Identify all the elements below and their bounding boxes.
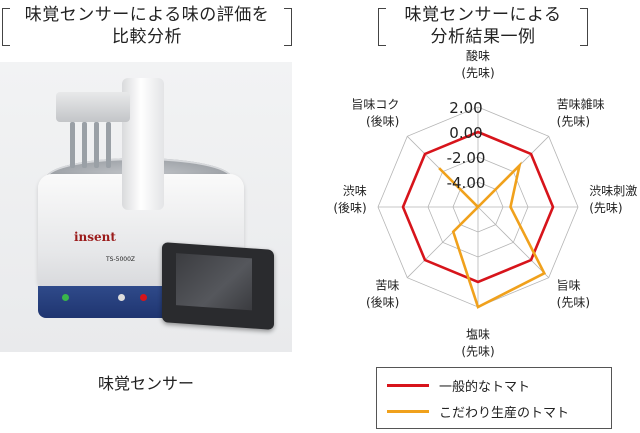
right-title-line-1: 味覚センサーによる bbox=[404, 5, 562, 25]
grid-spoke bbox=[477, 206, 549, 278]
sensor-brand-logo: insent bbox=[74, 230, 116, 244]
sensor-probe bbox=[94, 122, 99, 168]
sensor-arm bbox=[56, 92, 130, 122]
stop-button-indicator bbox=[140, 294, 147, 301]
category-label: 渋味(後味) bbox=[333, 184, 366, 215]
left-panel-title: 味覚センサーによる味の評価を 比較分析 bbox=[2, 4, 292, 48]
radial-tick-label: -4.00 bbox=[447, 174, 486, 192]
right-title-line-2: 分析結果一例 bbox=[430, 27, 536, 47]
sensor-probe bbox=[82, 122, 87, 168]
category-label: 苦味(後味) bbox=[366, 279, 399, 310]
category-label: 旨味(先味) bbox=[557, 279, 590, 310]
legend-item-standard-tomato: 一般的なトマト bbox=[387, 376, 530, 395]
category-label: 酸味(先味) bbox=[461, 48, 494, 80]
sensor-probe bbox=[106, 122, 111, 168]
sensor-model-label: TS-5000Z bbox=[106, 256, 136, 263]
radar-category-labels: 酸味(先味) 苦味雑味(先味) 渋味刺激(先味) 旨味(先味) 塩味(先味) 苦味(後味)… bbox=[333, 48, 637, 359]
radial-tick-label: -2.00 bbox=[447, 149, 486, 167]
chart-legend: 一般的なトマト こだわり生産のトマト bbox=[376, 367, 612, 429]
series-premium-tomato bbox=[438, 161, 547, 309]
start-button-indicator bbox=[118, 294, 125, 301]
radar-ticks: 2.00 0.00 -2.00 -4.00 bbox=[447, 99, 486, 192]
radial-tick-label: 0.00 bbox=[449, 124, 482, 142]
power-indicator bbox=[62, 294, 69, 301]
category-label: 旨味コク(後味) bbox=[351, 97, 399, 128]
radial-tick-label: 2.00 bbox=[449, 99, 482, 117]
title-bracket-left bbox=[2, 8, 10, 46]
legend-item-premium-tomato: こだわり生産のトマト bbox=[387, 402, 569, 421]
title-bracket-left bbox=[378, 8, 386, 46]
radar-series-layer bbox=[401, 130, 555, 309]
legend-label: こだわり生産のトマト bbox=[439, 406, 570, 421]
legend-swatch-premium bbox=[387, 410, 429, 413]
taste-sensor-photo: insent TS-5000Z bbox=[0, 62, 292, 352]
title-bracket-right bbox=[284, 8, 292, 46]
series-standard-tomato bbox=[401, 130, 555, 284]
title-bracket-right bbox=[580, 8, 588, 46]
legend-label: 一般的なトマト bbox=[439, 380, 531, 395]
legend-swatch-standard bbox=[387, 384, 429, 387]
sensor-probe bbox=[70, 122, 75, 168]
photo-caption: 味覚センサー bbox=[97, 374, 194, 393]
category-label: 渋味刺激(先味) bbox=[589, 184, 637, 215]
category-label: 苦味雑味(先味) bbox=[557, 96, 605, 128]
category-label: 塩味(先味) bbox=[461, 326, 494, 358]
right-panel-title: 味覚センサーによる 分析結果一例 bbox=[378, 4, 588, 48]
left-title-line-1: 味覚センサーによる味の評価を bbox=[24, 5, 270, 25]
left-title-line-2: 比較分析 bbox=[112, 27, 182, 47]
